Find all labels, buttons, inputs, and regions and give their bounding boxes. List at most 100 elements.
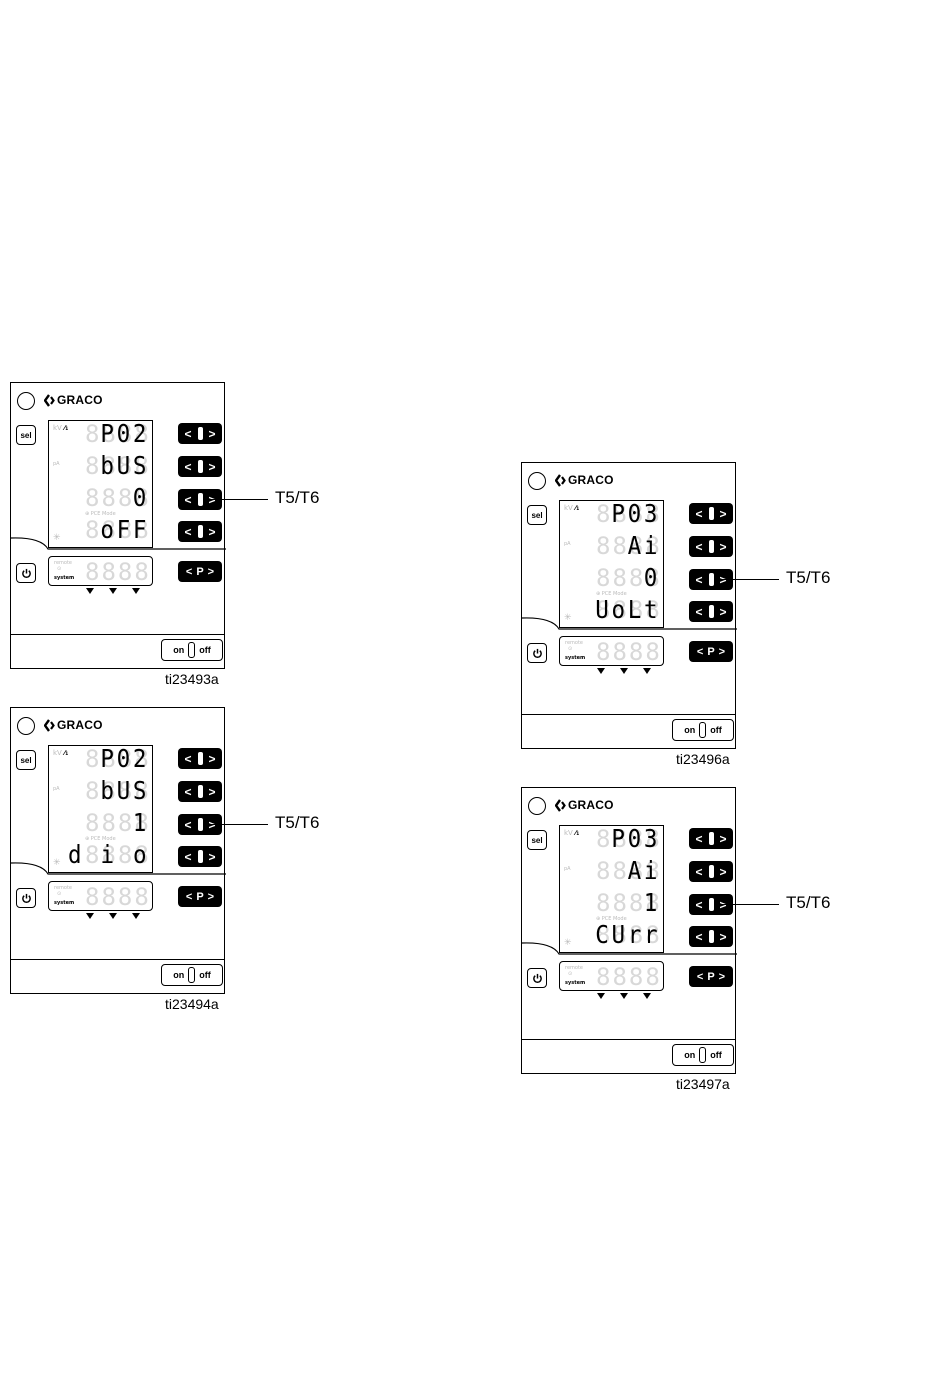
p-label: P [196,890,204,903]
indicator-arrow-icon [597,668,605,674]
lcd-row-4: CUrr [595,920,660,949]
slider-bar-icon [197,818,203,831]
lcd-row-2: Ai [627,856,660,885]
lcd-ghost-digits: 8888 [85,420,151,448]
off-label: off [710,1050,722,1060]
power-button[interactable] [16,888,36,908]
toggle-icon [188,967,196,983]
lcd-ghost-digits: 8888 [85,777,151,805]
sel-label: sel [20,430,32,440]
control-panel: GRACO sel kV ⁄₁ pA ✳ ⊕ PCE Mode 8888 888… [10,707,226,994]
adjust-button-2[interactable]: <> [178,781,222,802]
power-icon [21,568,31,578]
chevron-right-icon: > [719,506,727,521]
lcd-ghost-digits: 8888 [596,532,662,560]
system-ghost-digits: 8888 [85,558,151,586]
adjust-button-1[interactable]: <> [689,828,733,849]
on-off-switch[interactable]: on off [161,964,223,986]
chevron-left-icon: < [695,572,703,587]
slider-bar-icon [708,898,714,911]
panel-divider [11,862,226,875]
lcd-row-4: d i o [67,840,149,869]
lcd-row-3: 0 [643,563,660,592]
chevron-left-icon: < [184,426,192,441]
power-button[interactable] [16,563,36,583]
adjust-button-4[interactable]: <> [178,846,222,867]
chevron-left-icon: < [184,459,192,474]
system-display: remote ⊙ system 8888 [559,636,664,666]
callout-leader-line [722,904,779,906]
off-label: off [199,645,211,655]
on-label: on [684,1050,696,1060]
status-indicator [17,392,35,410]
lcd-display: kV ⁄₁ pA ✳ ⊕ PCE Mode 8888 8888 8888 888… [48,745,153,873]
indicator-arrow-icon [109,913,117,919]
figure-id: ti23497a [676,1076,730,1092]
callout-label: T5/T6 [275,813,320,832]
on-off-switch[interactable]: on off [161,639,223,661]
chevron-left-icon: < [695,864,703,879]
on-off-switch[interactable]: on off [672,719,734,741]
adjust-button-1[interactable]: <> [178,423,222,444]
p-label: P [707,970,715,983]
callout-label: T5/T6 [786,893,831,912]
adjust-button-1[interactable]: <> [689,503,733,524]
adjust-button-1[interactable]: <> [178,748,222,769]
toggle-icon [699,1047,707,1063]
chevron-left-icon: < [695,897,703,912]
control-panel: GRACO sel kV ⁄₁ pA ✳ ⊕ PCE Mode 8888 888… [521,462,737,749]
p-button[interactable]: <P> [689,641,733,662]
p-label: P [196,565,204,578]
on-label: on [684,725,696,735]
chevron-right-icon: > [718,970,726,983]
slider-bar-icon [197,785,203,798]
adjust-button-4[interactable]: <> [689,926,733,947]
adjust-button-2[interactable]: <> [689,536,733,557]
chevron-right-icon: > [208,524,216,539]
sel-button[interactable]: sel [16,750,36,770]
p-button[interactable]: <P> [178,561,222,582]
sel-button[interactable]: sel [527,505,547,525]
slider-bar-icon [708,930,714,943]
power-icon [532,973,542,983]
callout-leader-line [211,499,268,501]
sel-label: sel [531,510,543,520]
sel-button[interactable]: sel [527,830,547,850]
chevron-right-icon: > [208,426,216,441]
system-ghost-digits: 8888 [85,883,151,911]
lcd-ghost-digits: 8888 [85,809,151,837]
chevron-left-icon: < [695,604,703,619]
indicator-arrow-icon [132,913,140,919]
sel-button[interactable]: sel [16,425,36,445]
adjust-button-2[interactable]: <> [689,861,733,882]
slider-bar-icon [708,865,714,878]
system-display: remote ⊙ system 8888 [48,556,153,586]
panel-divider [522,942,737,955]
on-off-switch[interactable]: on off [672,1044,734,1066]
lcd-ghost-digits: 8888 [85,484,151,512]
system-ghost-digits: 8888 [596,638,662,666]
power-button[interactable] [527,643,547,663]
adjust-button-2[interactable]: <> [178,456,222,477]
p-button[interactable]: <P> [689,966,733,987]
adjust-button-4[interactable]: <> [178,521,222,542]
chevron-left-icon: < [184,849,192,864]
figure-id: ti23494a [165,996,219,1012]
chevron-right-icon: > [208,751,216,766]
p-button[interactable]: <P> [178,886,222,907]
lcd-row-2: bUS [100,776,149,805]
chevron-left-icon: < [696,970,704,983]
lcd-ghost-digits: 8888 [596,564,662,592]
chevron-left-icon: < [184,751,192,766]
lcd-display: kV ⁄₁ pA ✳ ⊕ PCE Mode 8888 8888 8888 888… [48,420,153,548]
panel-divider [522,617,737,630]
panel-separator [11,959,224,961]
system-ghost-digits: 8888 [596,963,662,991]
lcd-ghost-digits: 8888 [596,889,662,917]
power-button[interactable] [527,968,547,988]
chevron-right-icon: > [718,645,726,658]
adjust-button-4[interactable]: <> [689,601,733,622]
sel-label: sel [531,835,543,845]
lcd-ghost-digits: 8888 [85,516,151,544]
power-icon [532,648,542,658]
